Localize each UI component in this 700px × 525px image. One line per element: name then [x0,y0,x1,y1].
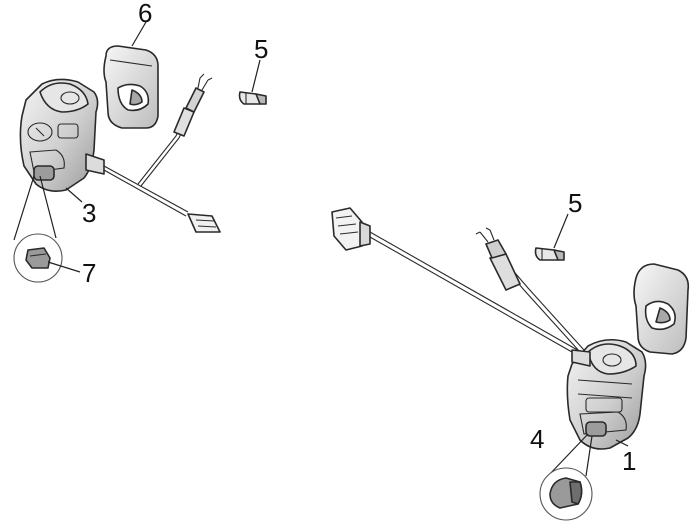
left-switch-housing [19,78,105,192]
right-switch-housing [566,338,647,450]
left-bulb [238,91,267,105]
leader-5-left [251,59,261,93]
right-wiring-harness [331,207,589,361]
callout-label-5-left: 5 [254,34,268,64]
callout-label-3: 3 [82,198,96,228]
leader-6 [131,21,147,47]
callout-label-1: 1 [622,446,636,476]
right-switch-cover [633,263,690,355]
callout-label-4: 4 [530,424,544,454]
left-wiring-harness [103,73,221,233]
leader-3 [65,187,83,203]
detail-circle-4 [539,433,593,521]
callout-label-5-right: 5 [568,188,582,218]
detail-circle-7 [13,175,63,283]
callout-label-6: 6 [138,0,152,28]
leader-1 [615,439,629,447]
leader-5-right [553,213,569,249]
left-switch-cover [103,45,159,129]
callout-label-7: 7 [82,258,96,288]
leader-7 [47,261,81,273]
right-bulb [534,247,565,261]
